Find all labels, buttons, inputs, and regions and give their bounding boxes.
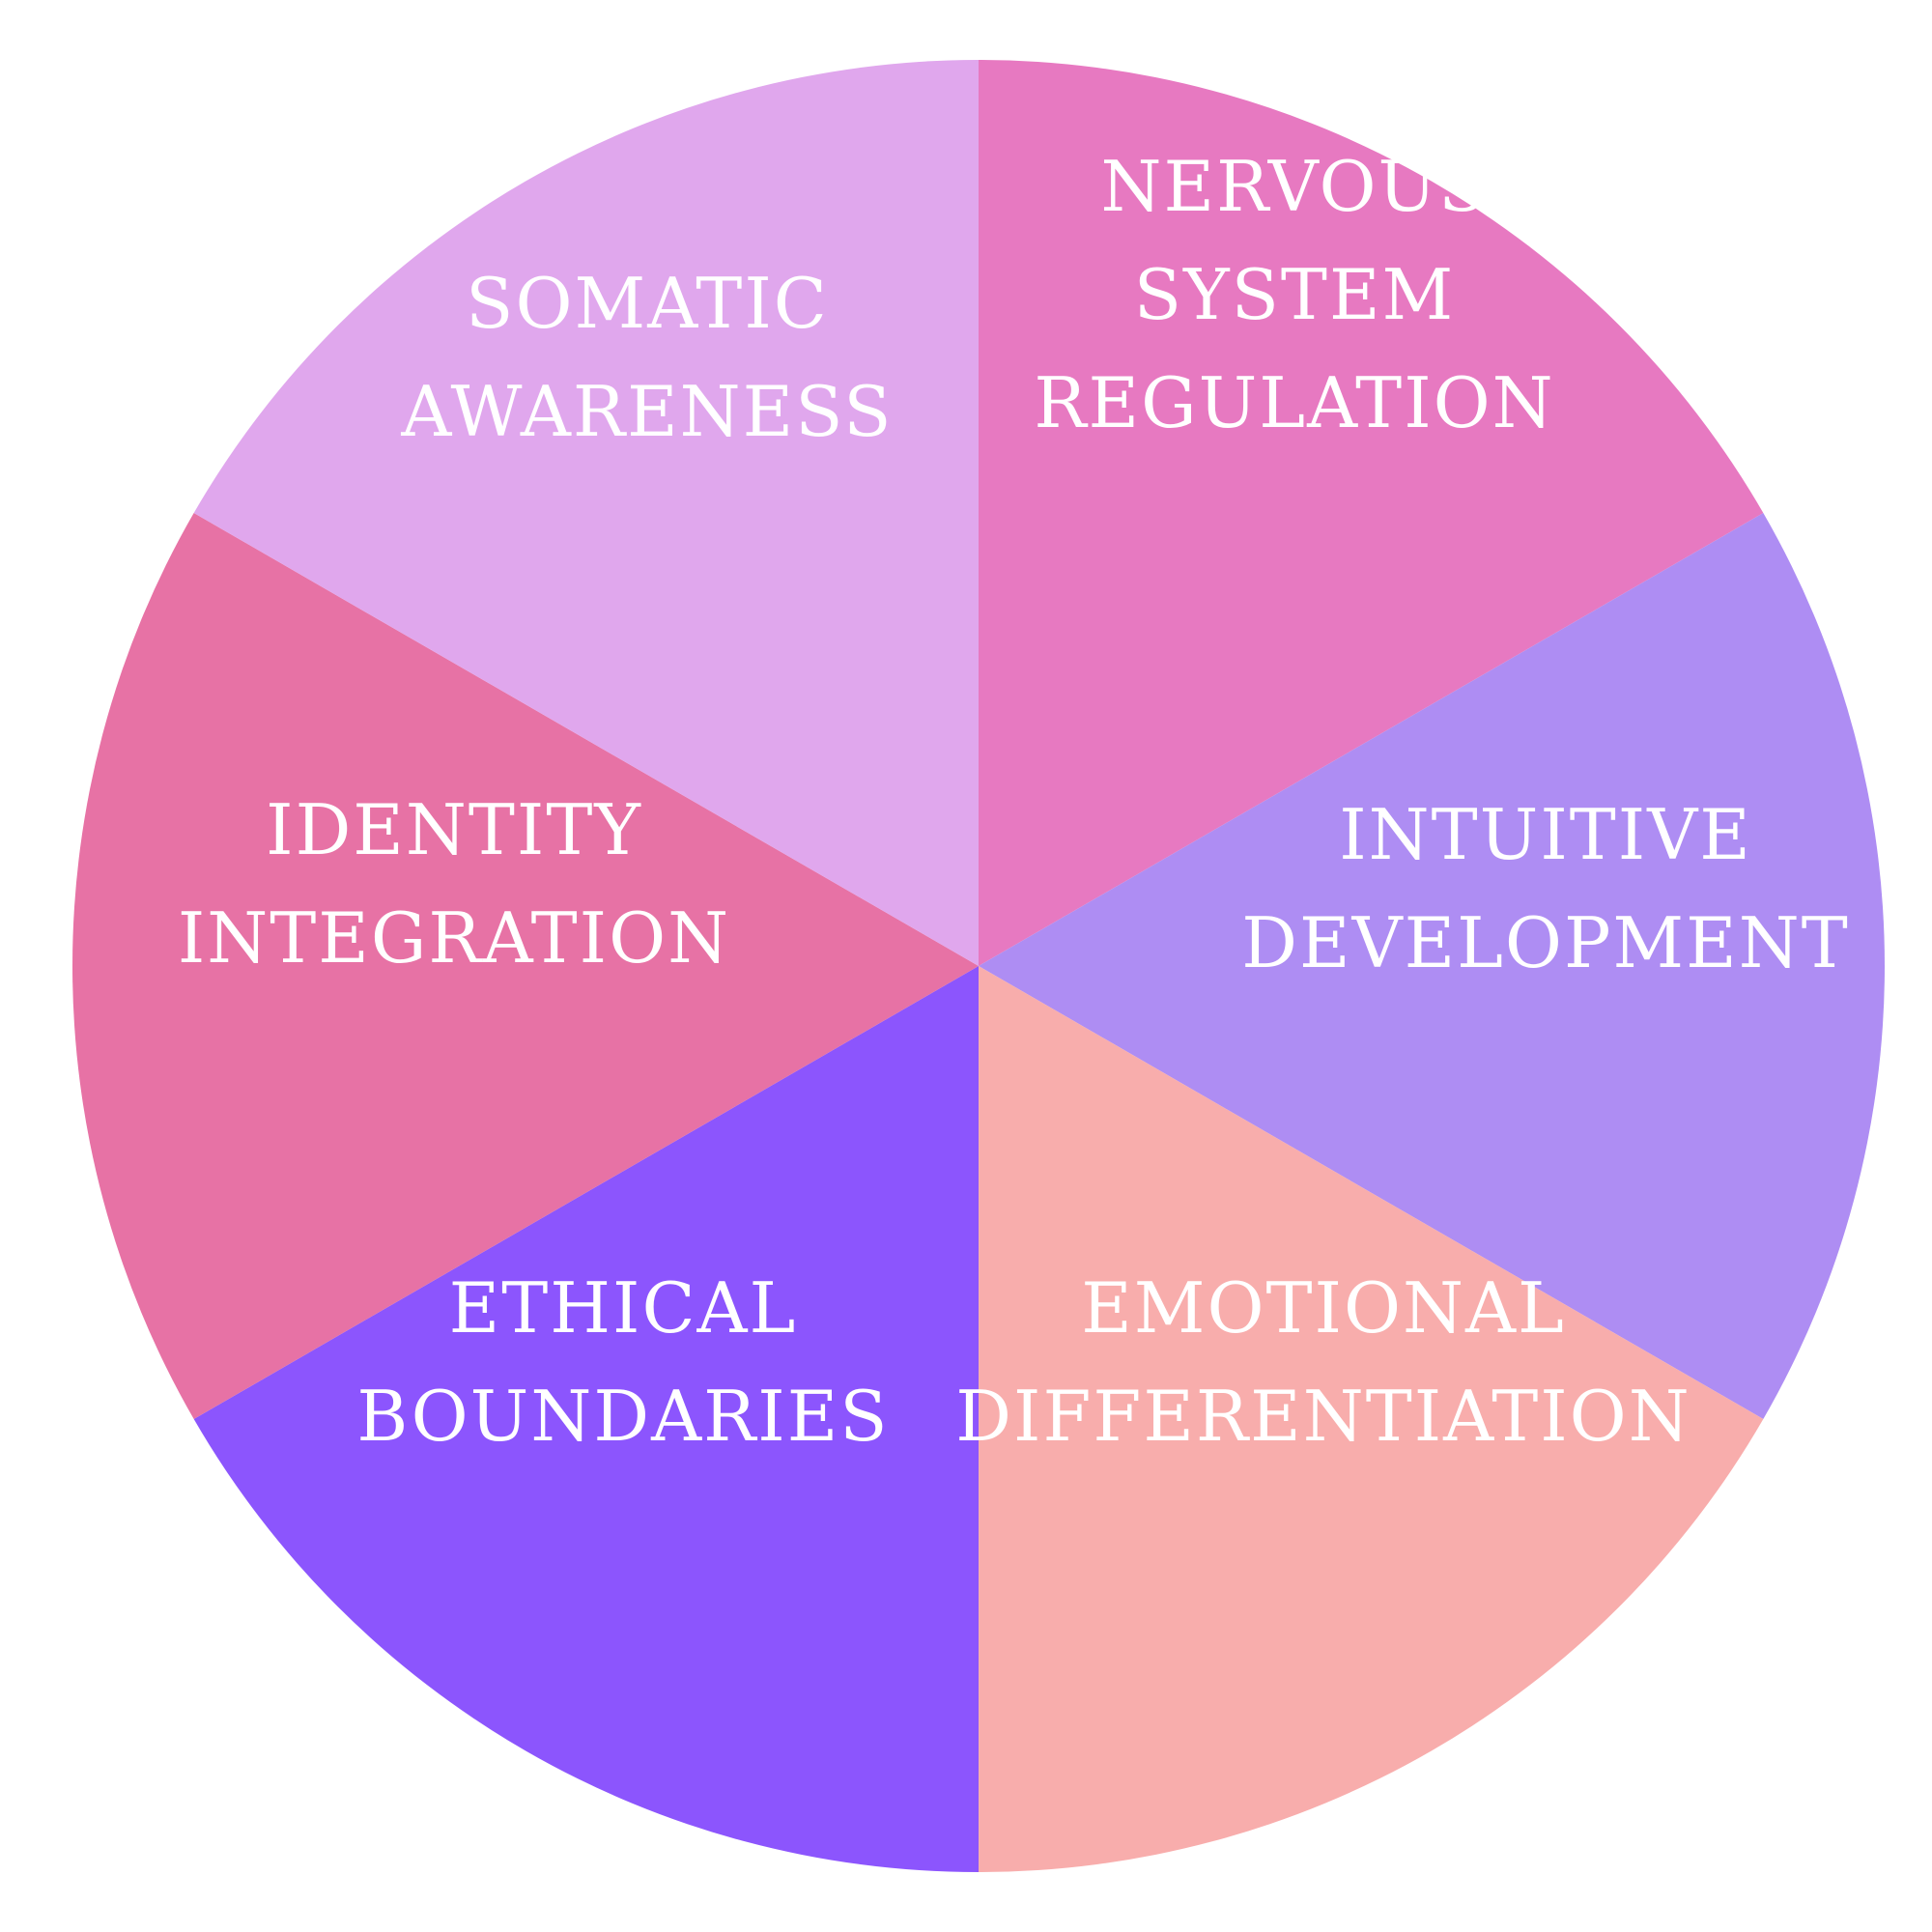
segment-nervous-system-regulation: [979, 60, 1764, 966]
segment-emotional-differentiation: [979, 966, 1764, 1872]
segment-label-line: INTEGRATION: [178, 897, 730, 979]
segment-label-line: BOUNDARIES: [356, 1376, 889, 1457]
segment-label-line: EMOTIONAL: [1081, 1267, 1566, 1349]
segment-label-line: INTUITIVE: [1339, 794, 1752, 875]
segment-label-line: DIFFERENTIATION: [955, 1376, 1690, 1457]
segment-label-line: IDENTITY: [266, 789, 642, 870]
segment-ethical-boundaries: [193, 966, 980, 1872]
segment-identity-integration: [72, 513, 979, 1419]
segment-label-somatic-awareness: SOMATIC AWARENESS: [400, 263, 893, 452]
segment-label-intuitive-development: INTUITIVE DEVELOPMENT: [1241, 794, 1849, 983]
segment-label-nervous-system-regulation: NERVOUS SYSTEM REGULATION: [1034, 146, 1554, 443]
segment-label-emotional-differentiation: EMOTIONAL DIFFERENTIATION: [955, 1267, 1690, 1457]
segment-label-line: REGULATION: [1034, 362, 1554, 443]
segment-intuitive-development: [979, 513, 1885, 1419]
wheel-segments: [72, 60, 1885, 1872]
wheel-labels: NERVOUS SYSTEM REGULATION INTUITIVE DEVELOPM…: [178, 146, 1849, 1457]
segment-label-identity-integration: IDENTITY INTEGRATION: [178, 789, 730, 979]
segment-somatic-awareness: [193, 60, 980, 966]
segment-label-line: DEVELOPMENT: [1241, 902, 1849, 983]
segment-label-ethical-boundaries: ETHICAL BOUNDARIES: [356, 1267, 889, 1457]
segment-label-line: SYSTEM: [1134, 254, 1455, 335]
segment-label-line: ETHICAL: [449, 1267, 798, 1349]
segment-label-line: SOMATIC: [466, 263, 829, 344]
segment-label-line: NERVOUS: [1101, 146, 1489, 227]
segment-label-line: AWARENESS: [400, 371, 893, 452]
